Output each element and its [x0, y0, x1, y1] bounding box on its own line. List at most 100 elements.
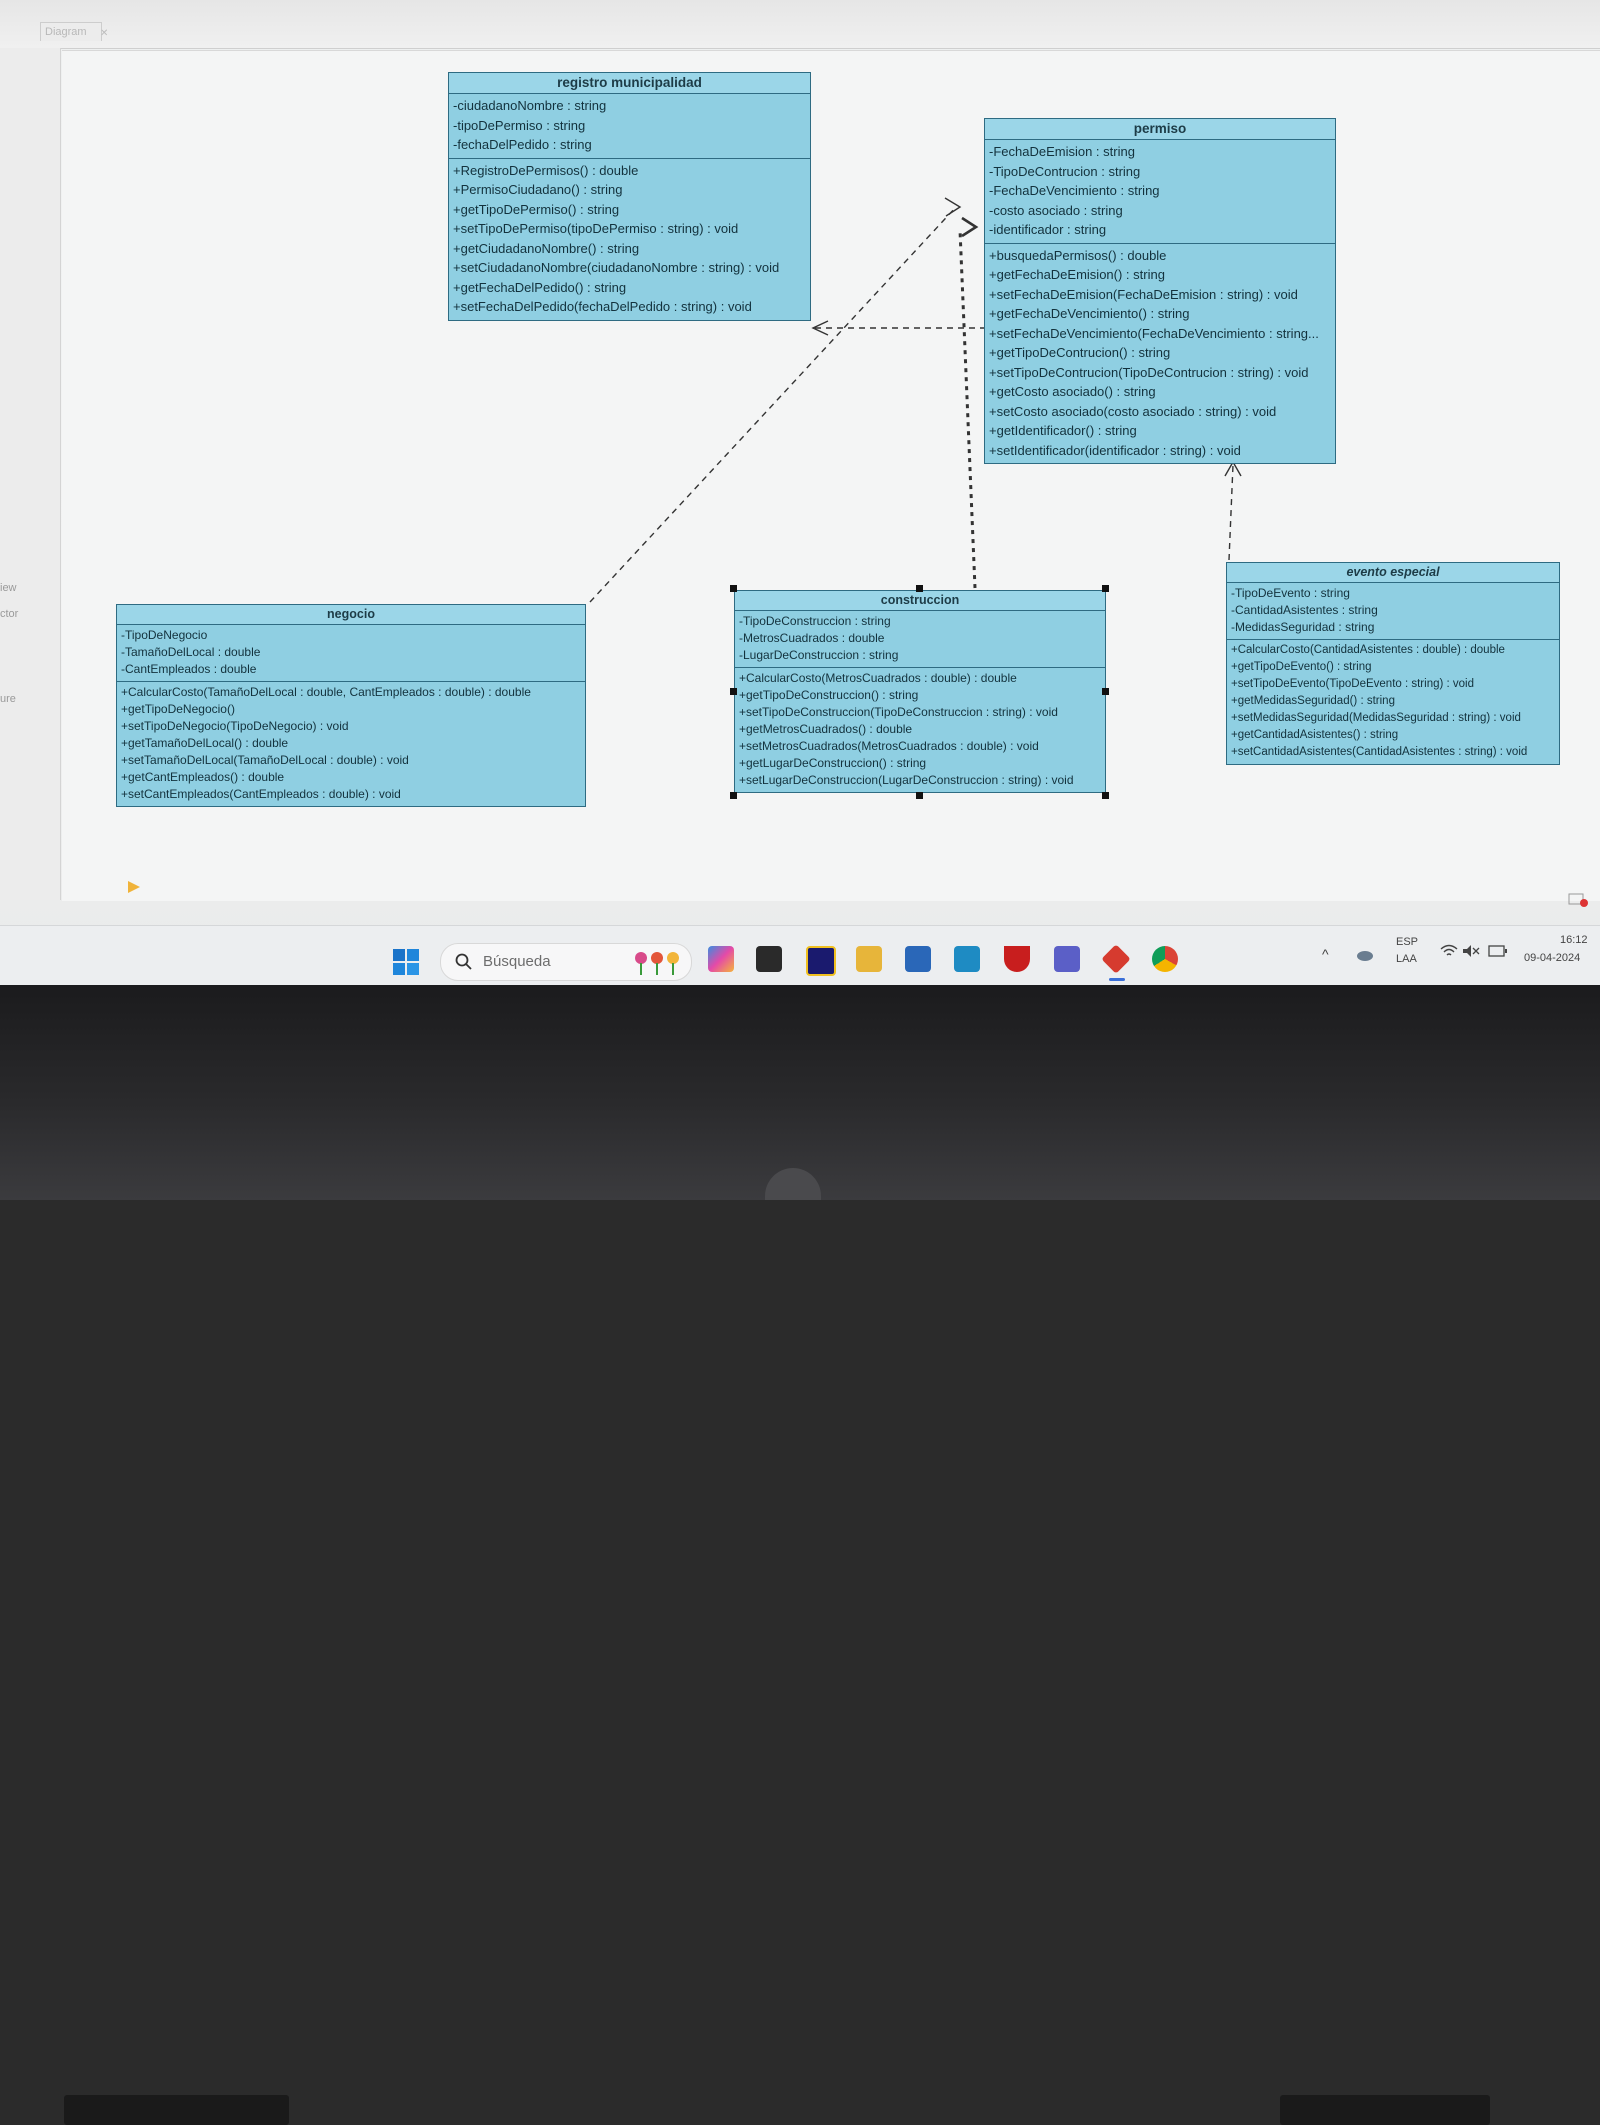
play-indicator-icon — [128, 881, 140, 893]
method-row: +setTamañoDelLocal(TamañoDelLocal : doub… — [121, 753, 409, 767]
copilot-app-icon[interactable] — [708, 946, 734, 972]
hinge-left — [64, 2095, 289, 2125]
method-row: +busquedaPermisos() : double — [989, 247, 1167, 263]
lucid-app-icon[interactable] — [954, 946, 980, 972]
attribute-row: -identificador : string — [989, 222, 1107, 237]
language-layout[interactable]: LAA — [1396, 953, 1417, 965]
mcafee-app-icon[interactable] — [1004, 946, 1030, 972]
resize-handle[interactable] — [730, 585, 737, 592]
left-side-panel: iew ctor ure — [0, 48, 61, 900]
resize-handle[interactable] — [1102, 688, 1109, 695]
chevron-up-icon[interactable]: ^ — [1322, 946, 1329, 962]
panel-label-view: iew — [0, 582, 17, 594]
method-row: +getFechaDeEmision() : string — [989, 267, 1165, 282]
method-row: +getIdentificador() : string — [989, 423, 1137, 438]
attributes-section: -ciudadanoNombre : string -tipoDePermiso… — [449, 94, 810, 159]
method-row: +setCantEmpleados(CantEmpleados : double… — [121, 787, 401, 801]
method-row: +getFechaDelPedido() : string — [453, 279, 627, 295]
method-row: +getCiudadanoNombre() : string — [453, 240, 640, 256]
method-row: +setIdentificador(identificador : string… — [989, 442, 1241, 458]
resize-handle[interactable] — [730, 688, 737, 695]
arrowhead-icon — [944, 197, 962, 217]
store-app-icon[interactable] — [905, 946, 931, 972]
attributes-section: -TipoDeConstruccion : string -MetrosCuad… — [735, 611, 1105, 668]
search-icon — [455, 953, 472, 970]
method-row: +getTipoDePermiso() : string — [453, 201, 620, 217]
screen: Diagram ✕ iew ctor ure registro municipa… — [0, 0, 1600, 985]
attribute-row: -FechaDeVencimiento : string — [989, 183, 1160, 198]
method-row: +setTipoDeConstruccion(TipoDeConstruccio… — [739, 705, 1058, 719]
resize-handle[interactable] — [916, 585, 923, 592]
taskbar: Búsqueda ^ ESP LAA 16:1 — [0, 925, 1600, 985]
method-row: +setFechaDeVencimiento(FechaDeVencimient… — [989, 325, 1319, 341]
attributes-section: -TipoDeEvento : string -CantidadAsistent… — [1227, 583, 1559, 640]
method-row: +setMetrosCuadrados(MetrosCuadrados : do… — [739, 739, 1039, 753]
relation-negocio-permiso[interactable] — [589, 206, 957, 603]
class-permiso[interactable]: permiso -FechaDeEmision : string -TipoDe… — [984, 118, 1336, 464]
relation-evento-permiso[interactable] — [1228, 464, 1234, 561]
attribute-row: -TipoDeNegocio — [121, 628, 208, 642]
tulips-icon — [635, 952, 679, 975]
attribute-row: -TipoDeEvento : string — [1231, 586, 1350, 600]
clock-date[interactable]: 09-04-2024 — [1524, 952, 1581, 964]
taskbar-search[interactable]: Búsqueda — [440, 943, 692, 981]
class-title: permiso — [985, 119, 1335, 140]
attribute-row: -ciudadanoNombre : string — [453, 98, 607, 113]
method-row: +getMedidasSeguridad() : string — [1231, 695, 1395, 707]
attribute-row: -fechaDelPedido : string — [453, 137, 592, 152]
attribute-row: -MedidasSeguridad : string — [1231, 620, 1375, 634]
terminal-app-icon[interactable] — [756, 946, 782, 972]
method-row: +RegistroDePermisos() : double — [453, 162, 639, 178]
attribute-row: -LugarDeConstruccion : string — [739, 648, 899, 662]
method-row: +CalcularCosto(TamañoDelLocal : double, … — [121, 685, 531, 699]
close-icon[interactable]: ✕ — [100, 28, 109, 39]
resize-handle[interactable] — [1102, 585, 1109, 592]
attribute-row: -TipoDeConstruccion : string — [739, 614, 891, 628]
relations-layer — [589, 197, 1242, 603]
attributes-section: -TipoDeNegocio -TamañoDelLocal : double … — [117, 625, 585, 682]
clock-time[interactable]: 16:12 — [1560, 934, 1588, 946]
resize-handle[interactable] — [916, 792, 923, 799]
relation-construccion-permiso[interactable] — [958, 229, 977, 589]
diagram-app-icon[interactable] — [1101, 944, 1131, 974]
method-row: +getFechaDeVencimiento() : string — [989, 306, 1190, 321]
folder-app-icon[interactable] — [856, 946, 882, 972]
hinge-right — [1280, 2095, 1490, 2125]
class-evento-especial[interactable]: evento especial -TipoDeEvento : string -… — [1226, 562, 1560, 765]
resize-handle[interactable] — [730, 792, 737, 799]
methods-section: +CalcularCosto(TamañoDelLocal : double, … — [117, 682, 585, 806]
method-row: +getTipoDeNegocio() — [121, 702, 235, 716]
laptop-bezel — [0, 985, 1600, 2125]
method-row: +setCiudadanoNombre(ciudadanoNombre : st… — [453, 260, 780, 275]
intellij-app-icon[interactable] — [806, 946, 836, 976]
language-code[interactable]: ESP — [1396, 936, 1419, 948]
chrome-app-icon[interactable] — [1152, 946, 1178, 972]
methods-section: +CalcularCosto(MetrosCuadrados : double)… — [735, 668, 1105, 792]
method-row: +CalcularCosto(CantidadAsistentes : doub… — [1231, 644, 1505, 656]
method-row: +getMetrosCuadrados() : double — [739, 722, 913, 736]
class-negocio[interactable]: negocio -TipoDeNegocio -TamañoDelLocal :… — [116, 604, 586, 807]
onedrive-icon[interactable] — [1356, 948, 1374, 962]
method-row: +getTipoDeConstruccion() : string — [739, 688, 919, 702]
attribute-row: -CantEmpleados : double — [121, 662, 257, 676]
active-app-indicator — [1109, 978, 1125, 981]
resize-handle[interactable] — [1102, 792, 1109, 799]
method-row: +getTipoDeContrucion() : string — [989, 345, 1171, 360]
battery-icon[interactable] — [1488, 945, 1508, 957]
method-row: +PermisoCiudadano() : string — [453, 182, 623, 197]
power-button — [765, 1168, 821, 1200]
method-row: +setTipoDeContrucion(TipoDeContrucion : … — [989, 364, 1309, 380]
wifi-icon[interactable] — [1440, 944, 1458, 958]
editor-tab[interactable]: Diagram — [40, 22, 102, 41]
windows-start-icon[interactable] — [392, 948, 420, 976]
teams-app-icon[interactable] — [1054, 946, 1080, 972]
class-registro-municipalidad[interactable]: registro municipalidad -ciudadanoNombre … — [448, 72, 811, 321]
method-row: +setTipoDeEvento(TipoDeEvento : string) … — [1231, 678, 1474, 690]
speaker-muted-icon[interactable] — [1462, 944, 1480, 958]
notification-icon[interactable] — [1568, 892, 1588, 908]
method-row: +getCantidadAsistentes() : string — [1231, 729, 1399, 741]
panel-label-connector: ctor — [0, 608, 19, 620]
class-construccion[interactable]: construccion -TipoDeConstruccion : strin… — [734, 590, 1106, 793]
method-row: +setTipoDeNegocio(TipoDeNegocio) : void — [121, 719, 349, 733]
attribute-row: -costo asociado : string — [989, 202, 1123, 218]
